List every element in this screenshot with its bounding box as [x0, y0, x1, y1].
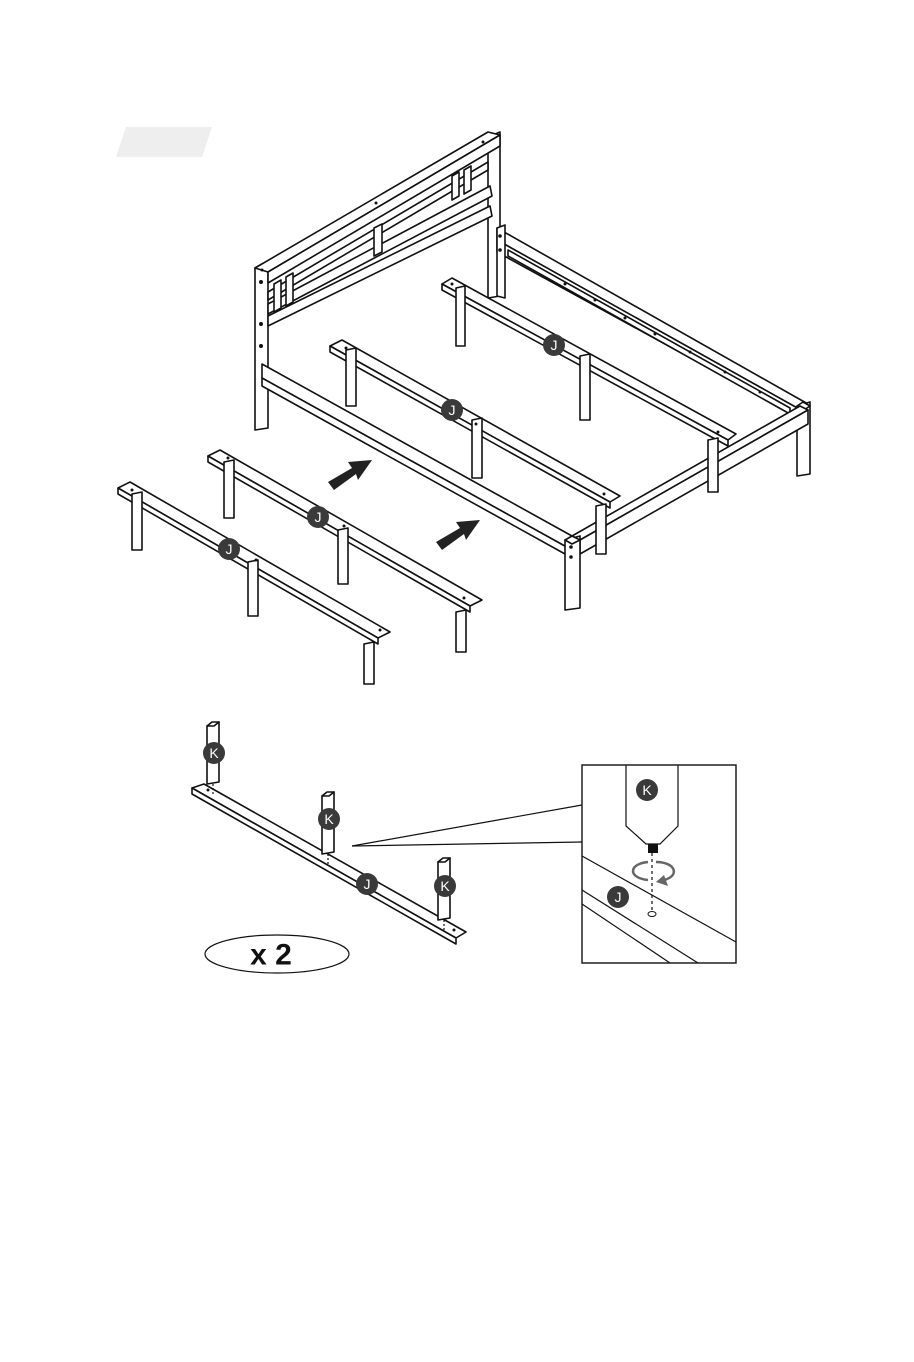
leg-badge: K [434, 875, 456, 897]
leg-badge: K [318, 808, 340, 830]
slat-badge: J [356, 873, 378, 895]
callout-line [352, 842, 582, 846]
slat-badge-label: J [449, 402, 456, 418]
quantity-label: x 2 [250, 939, 292, 972]
quantity-badge: x 2 [205, 935, 349, 973]
callout-line [352, 805, 582, 846]
slat-badge-label: J [551, 337, 558, 353]
slat-badge: J [218, 538, 240, 560]
leg-badge: K [636, 779, 658, 801]
slat-badge: J [607, 886, 629, 908]
leg-badge-label: K [642, 782, 652, 798]
slat-badge: J [543, 334, 565, 356]
slat-badge-label: J [615, 889, 622, 905]
step-tab [116, 127, 212, 157]
slat-badge-label: J [315, 509, 322, 525]
loose-slat-front [118, 482, 390, 684]
leg-badge-label: K [440, 878, 450, 894]
slat-badge-label: J [364, 876, 371, 892]
slat-badge: J [441, 399, 463, 421]
slat-badge-label: J [226, 541, 233, 557]
leg-badge-label: K [324, 811, 334, 827]
slat-badge: J [307, 506, 329, 528]
zoom-detail-box [582, 765, 736, 963]
leg-badge-label: K [209, 745, 219, 761]
leg-badge: K [203, 742, 225, 764]
